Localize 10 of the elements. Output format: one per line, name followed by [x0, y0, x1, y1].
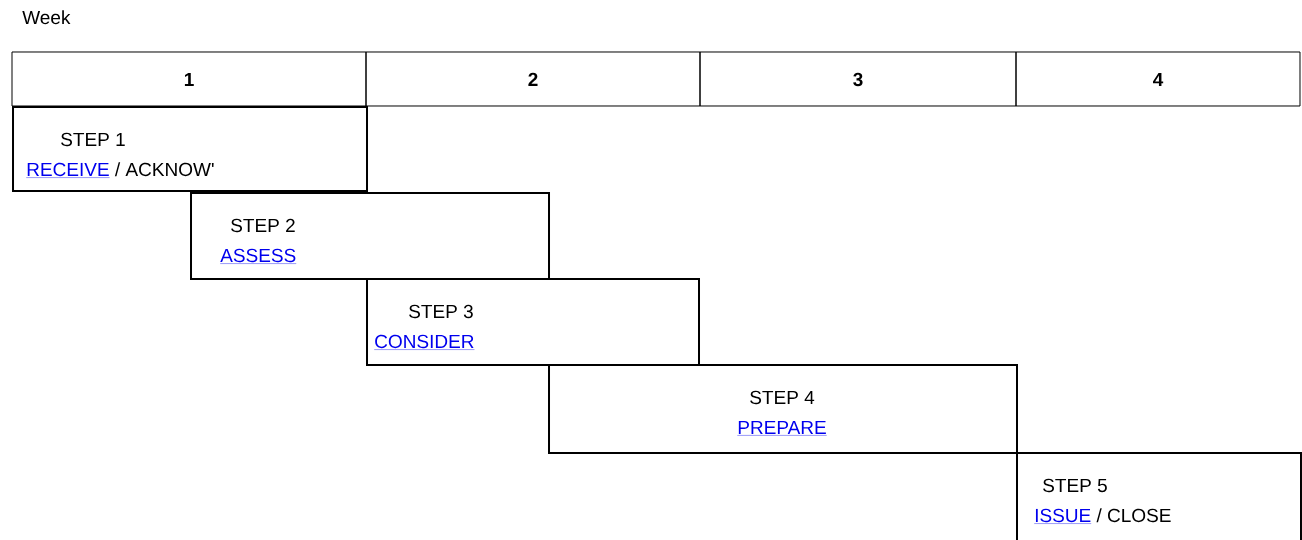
header-cell: 2	[365, 51, 701, 107]
step-box: STEP 5 ISSUE / CLOSE	[1016, 452, 1302, 540]
step-box: STEP 1 RECEIVE / ACKNOW'	[12, 106, 368, 192]
header-cell: 1	[11, 51, 367, 107]
step-box: STEP 2 ASSESS	[190, 192, 550, 280]
step-box: STEP 4 PREPARE	[548, 364, 1018, 454]
header-cell: 3	[699, 51, 1017, 107]
week-label: Week	[22, 10, 71, 25]
header-cell: 4	[1015, 51, 1301, 107]
step-box: STEP 3 CONSIDER	[366, 278, 700, 366]
